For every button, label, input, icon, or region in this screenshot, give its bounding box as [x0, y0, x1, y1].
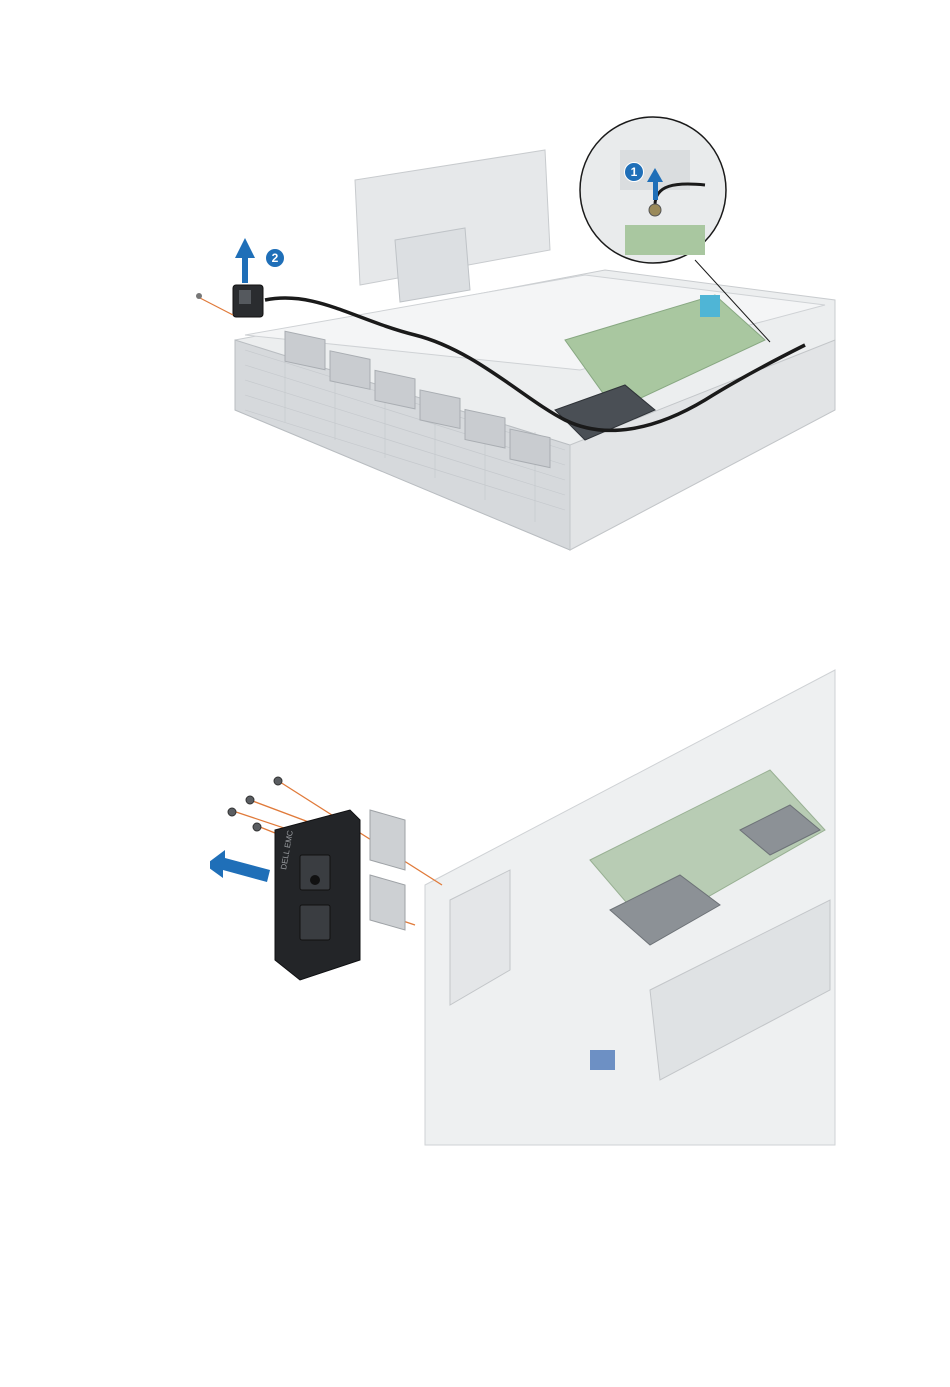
lift-arrow-2: [235, 238, 255, 283]
vga-port: [590, 1050, 615, 1070]
psu-bay: [395, 228, 470, 302]
chassis-illustration-2: DELL EMC: [210, 660, 840, 1150]
chassis-illustration-1: [185, 110, 845, 565]
callout-2-badge: 2: [265, 248, 285, 268]
ear-button-bottom: [300, 905, 330, 940]
bracket-plate-bottom: [370, 875, 405, 930]
screw: [196, 293, 202, 299]
blue-connector: [700, 295, 720, 317]
ear-hole: [310, 875, 320, 885]
figure-remove-cable: 1 2: [185, 110, 845, 565]
zoom-connector: [649, 204, 661, 216]
callout-1-badge: 1: [624, 162, 644, 182]
callout-2-number: 2: [272, 251, 279, 265]
side-module-face: [239, 290, 251, 304]
bracket-plate-top: [370, 810, 405, 870]
screws: [228, 777, 282, 831]
screw-guide-line: [200, 298, 233, 315]
callout-1-number: 1: [631, 165, 638, 179]
insert-arrow: [210, 850, 270, 882]
figure-install-bracket: DELL EMC: [210, 660, 840, 1150]
zoom-board: [625, 225, 705, 255]
